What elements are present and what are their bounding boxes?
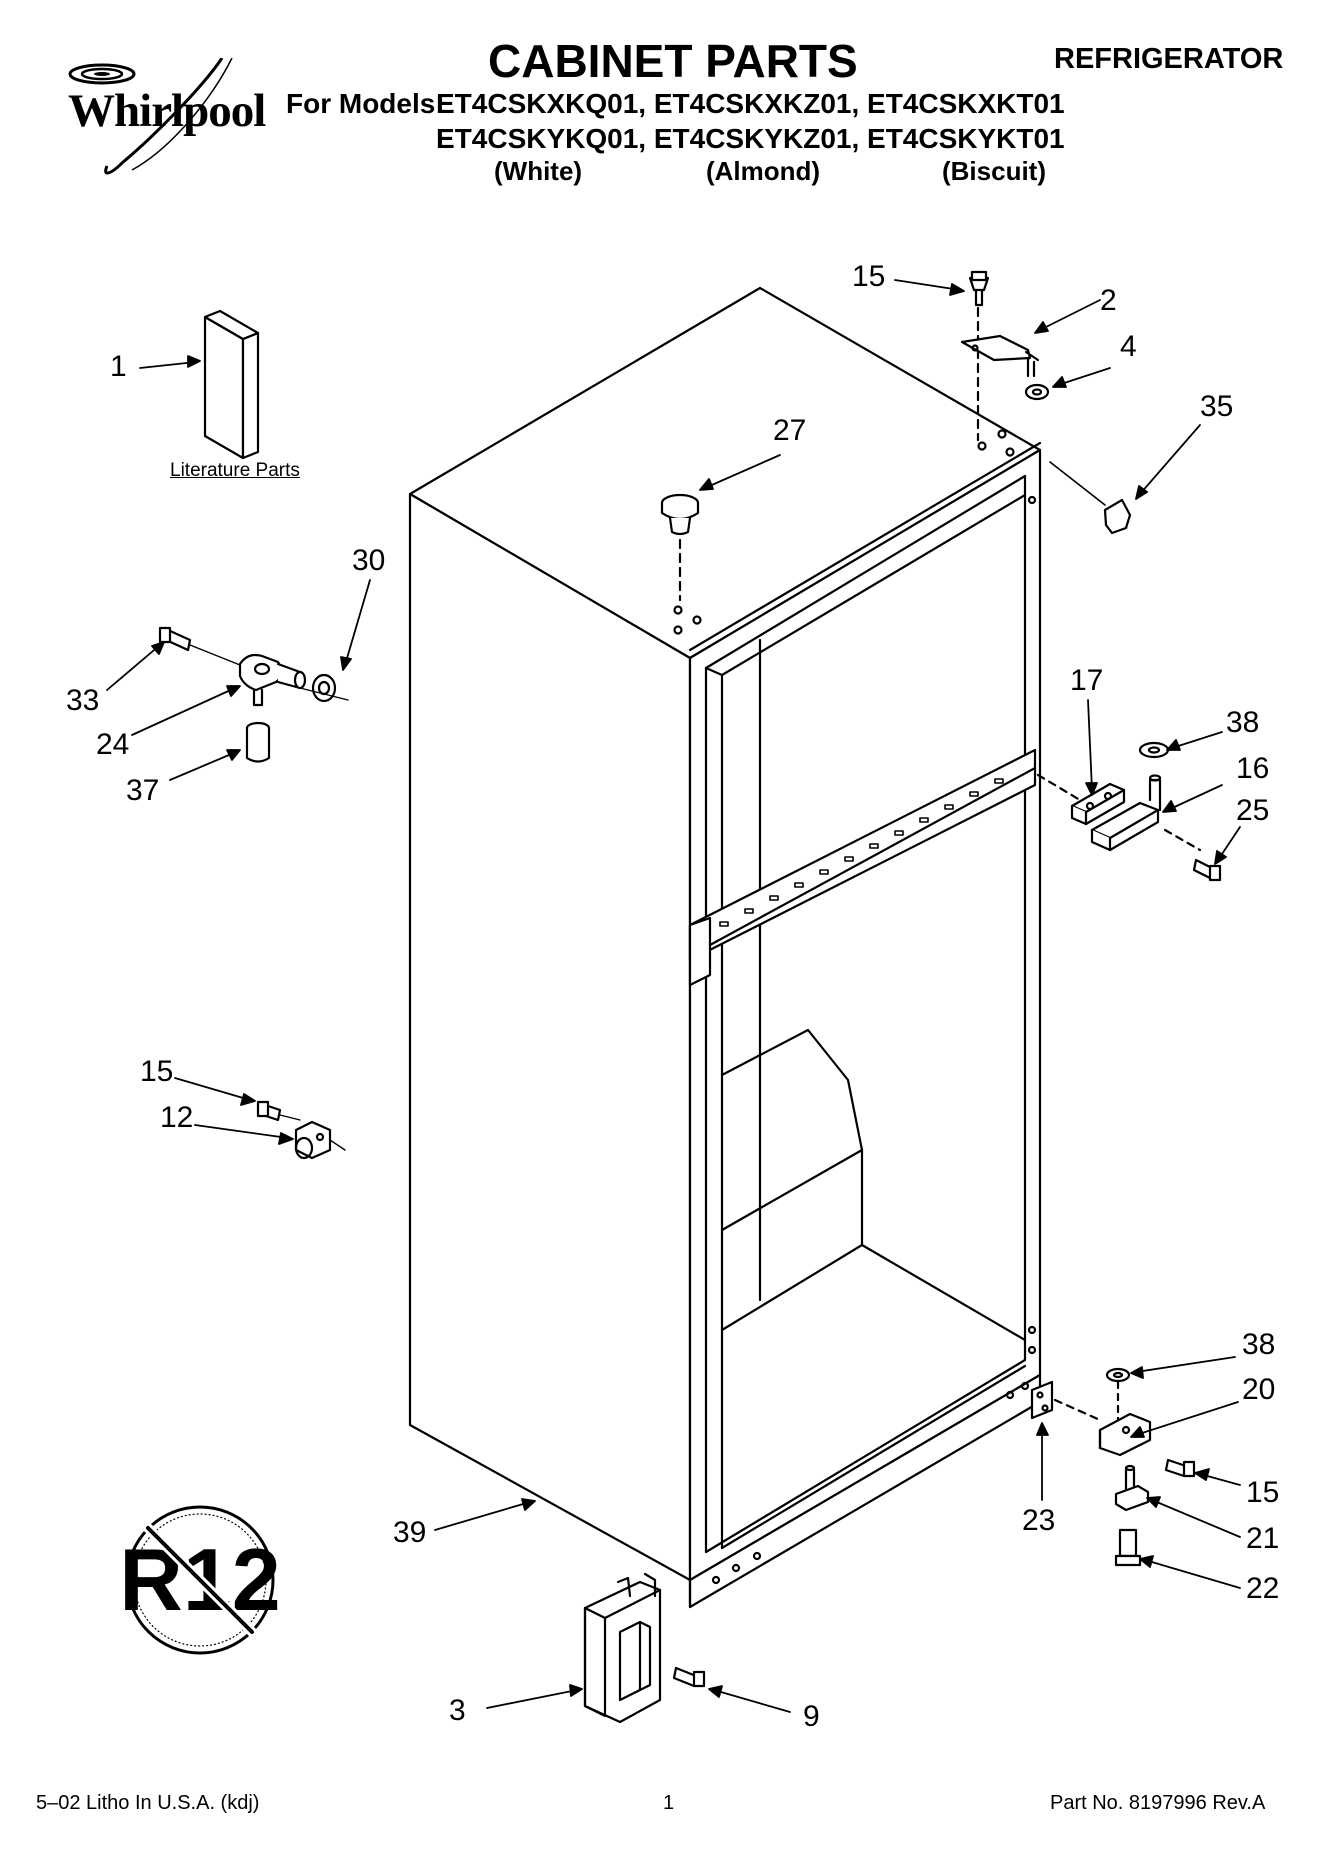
callout-39: 39 <box>393 1516 427 1549</box>
callout-37: 37 <box>126 774 160 807</box>
callout-16: 16 <box>1236 752 1270 785</box>
callout-21: 21 <box>1246 1522 1280 1555</box>
callout-30: 30 <box>352 544 386 577</box>
literature-parts-booklet <box>203 309 260 460</box>
models-row-2: ET4CSKYKQ01, ET4CSKYKZ01, ET4CSKYKT01 <box>436 123 1065 154</box>
callout-22: 22 <box>1246 1572 1280 1605</box>
no-r12-refrigerant-icon: R12 <box>119 1505 281 1655</box>
callout-20: 20 <box>1242 1373 1276 1406</box>
lower-left-bracket-assembly <box>256 1100 346 1160</box>
literature-parts-label: Literature Parts <box>170 460 300 481</box>
top-hinge-assembly <box>960 270 1050 442</box>
callout-1: 1 <box>110 350 127 383</box>
callout-4: 4 <box>1120 330 1137 363</box>
for-models-label: For Models: <box>286 88 445 119</box>
models-row-1: ET4CSKXKQ01, ET4CSKXKZ01, ET4CSKXKT01 <box>436 88 1065 119</box>
callout-24: 24 <box>96 728 130 761</box>
callout-33: 33 <box>66 684 100 717</box>
product-type: REFRIGERATOR <box>1054 43 1284 75</box>
footer-part-number: Part No. 8197996 Rev.A <box>1050 1792 1266 1814</box>
refrigerator-cabinet <box>408 286 1042 1609</box>
hinge-cover-part-35 <box>1049 461 1132 535</box>
footer-page-number: 1 <box>663 1792 675 1814</box>
callout-leaders <box>106 279 1241 1713</box>
callout-12: 12 <box>160 1101 194 1134</box>
color-biscuit: (Biscuit) <box>942 156 1046 186</box>
callout-25: 25 <box>1236 794 1270 827</box>
callout-38-mid: 38 <box>1226 706 1260 739</box>
callout-9: 9 <box>803 1700 820 1733</box>
whirlpool-logo: Whirlpool <box>62 58 287 178</box>
callout-15-bottom: 15 <box>1246 1476 1280 1509</box>
left-hinge-pin-assembly <box>158 626 349 763</box>
color-almond: (Almond) <box>706 156 821 186</box>
callout-35: 35 <box>1200 390 1234 423</box>
callout-3: 3 <box>449 1694 466 1727</box>
footer-litho: 5–02 Litho In U.S.A. (kdj) <box>36 1792 260 1814</box>
top-plug-part-27 <box>660 493 700 602</box>
callout-27: 27 <box>773 414 807 447</box>
center-hinge-assembly <box>1036 741 1222 882</box>
bottom-bracket-part-3 <box>583 1572 706 1724</box>
logo-swoosh-icon <box>68 58 233 175</box>
callout-2: 2 <box>1100 284 1117 317</box>
callout-17: 17 <box>1070 664 1104 697</box>
callout-15-left: 15 <box>140 1055 174 1088</box>
page-title: CABINET PARTS <box>488 35 858 87</box>
callout-15-top: 15 <box>852 260 886 293</box>
callout-23: 23 <box>1022 1504 1056 1537</box>
brand-wordmark: Whirlpool <box>68 85 266 137</box>
callout-38-bottom: 38 <box>1242 1328 1276 1361</box>
bottom-hinge-assembly <box>1030 1367 1196 1567</box>
color-white: (White) <box>494 156 583 186</box>
